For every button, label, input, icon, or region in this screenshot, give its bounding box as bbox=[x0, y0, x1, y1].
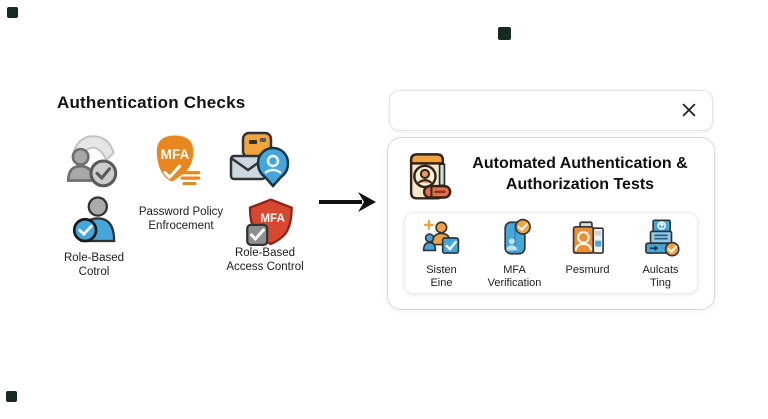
test-label: Sisten Eine bbox=[426, 264, 457, 290]
decorative-square bbox=[498, 27, 511, 40]
search-input[interactable] bbox=[402, 95, 656, 126]
id-badge-device-icon bbox=[567, 218, 609, 263]
test-item-aulcats-ting[interactable]: Aulcats Ting bbox=[624, 218, 697, 290]
close-icon[interactable] bbox=[680, 101, 698, 119]
search-box bbox=[389, 90, 713, 131]
decorative-square bbox=[7, 7, 18, 18]
document-person-badge-icon bbox=[403, 151, 455, 210]
svg-text:MFA: MFA bbox=[161, 147, 190, 162]
mfa-shield-check-red-icon: MFA bbox=[240, 195, 298, 253]
svg-text:MFA: MFA bbox=[260, 212, 285, 225]
mfa-badge-orange-icon: MFA bbox=[146, 131, 204, 189]
phone-check-icon bbox=[494, 218, 536, 263]
right-arrow-icon bbox=[316, 189, 378, 220]
team-task-check-icon bbox=[421, 218, 463, 263]
test-item-sisten-eine[interactable]: Sisten Eine bbox=[405, 218, 478, 290]
test-label: Pesmurd bbox=[565, 264, 610, 276]
user-check-blue-icon bbox=[67, 193, 125, 251]
card-title: Automated Authentication & Authorization… bbox=[472, 155, 688, 193]
role-based-control-label: Role-Based Cotrol bbox=[63, 252, 125, 279]
password-policy-label: Password Policy Enfrocement bbox=[138, 206, 224, 233]
left-diagram-title: Authentication Checks bbox=[57, 93, 246, 112]
mail-user-pin-icon bbox=[227, 128, 291, 194]
role-based-access-label: Role-Based Access Control bbox=[226, 247, 304, 274]
test-label: Aulcats Ting bbox=[642, 264, 679, 290]
test-item-mfa-verification[interactable]: MFA Verification bbox=[478, 218, 551, 290]
test-label: MFA Verification bbox=[487, 264, 542, 290]
test-item-pesmurd[interactable]: Pesmurd bbox=[551, 218, 624, 277]
automation-card: Automated Authentication & Authorization… bbox=[387, 137, 715, 310]
user-verified-gray-icon bbox=[60, 128, 126, 194]
server-stack-check-icon bbox=[640, 218, 682, 263]
tests-toolbar: Sisten Eine MFA Verification bbox=[404, 212, 698, 294]
decorative-square bbox=[6, 391, 17, 402]
